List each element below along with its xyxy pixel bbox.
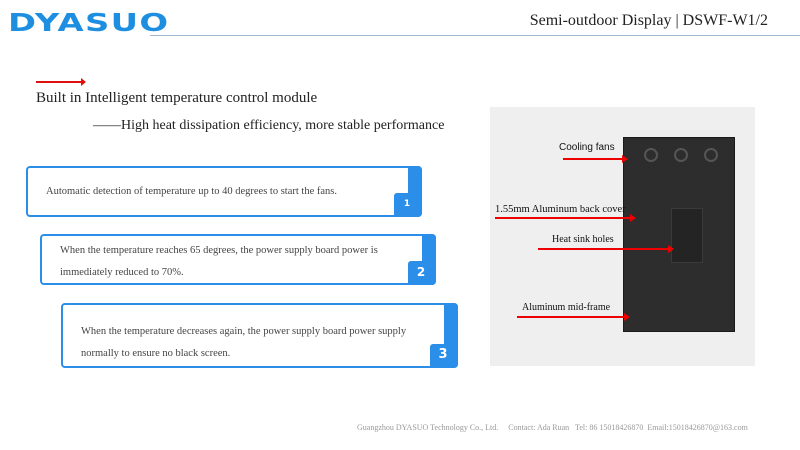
- label-cooling-fans: Cooling fans: [559, 142, 615, 153]
- footer: Guangzhou DYASUO Technology Co., Ltd. Co…: [357, 423, 748, 432]
- footer-company: Guangzhou DYASUO Technology Co., Ltd.: [357, 423, 499, 432]
- card-text: When the temperature decreases again, th…: [81, 326, 407, 359]
- red-arrow-icon: [36, 78, 86, 86]
- card-number: 1: [394, 193, 420, 215]
- red-arrow-icon: [517, 313, 630, 321]
- label-heat-sink: Heat sink holes: [552, 234, 614, 245]
- header-divider: [150, 35, 800, 36]
- label-mid-frame: Aluminum mid-frame: [522, 302, 611, 313]
- feature-card-2: When the temperature reaches 65 degrees,…: [40, 234, 436, 285]
- display-back-panel: [623, 137, 735, 332]
- footer-tel: Tel: 86 15018426870: [575, 423, 644, 432]
- card-text: When the temperature reaches 65 degrees,…: [60, 245, 378, 278]
- product-back-photo: Cooling fans 1.55mm Aluminum back cover …: [490, 107, 755, 366]
- fan-icon: [644, 148, 658, 162]
- red-arrow-icon: [538, 245, 674, 253]
- red-arrow-icon: [563, 155, 628, 163]
- card-number: 2: [408, 261, 434, 283]
- page-title: Semi-outdoor Display | DSWF-W1/2: [529, 12, 768, 29]
- footer-contact: Contact: Ada Ruan: [508, 423, 570, 432]
- card-number: 3: [430, 344, 456, 366]
- heat-sink-holes: [671, 208, 703, 263]
- feature-card-1: Automatic detection of temperature up to…: [26, 166, 422, 217]
- card-text: Automatic detection of temperature up to…: [46, 186, 337, 197]
- section-heading: Built in Intelligent temperature control…: [36, 90, 318, 106]
- section-subtitle: ——High heat dissipation efficiency, more…: [93, 118, 445, 133]
- fan-icon: [674, 148, 688, 162]
- dyasuo-logo: DYASUO: [8, 8, 170, 37]
- footer-email: Email:15018426870@163.com: [647, 423, 748, 432]
- red-arrow-icon: [495, 214, 636, 222]
- label-back-cover: 1.55mm Aluminum back cover: [495, 204, 626, 215]
- fan-icon: [704, 148, 718, 162]
- feature-card-3: When the temperature decreases again, th…: [61, 303, 458, 368]
